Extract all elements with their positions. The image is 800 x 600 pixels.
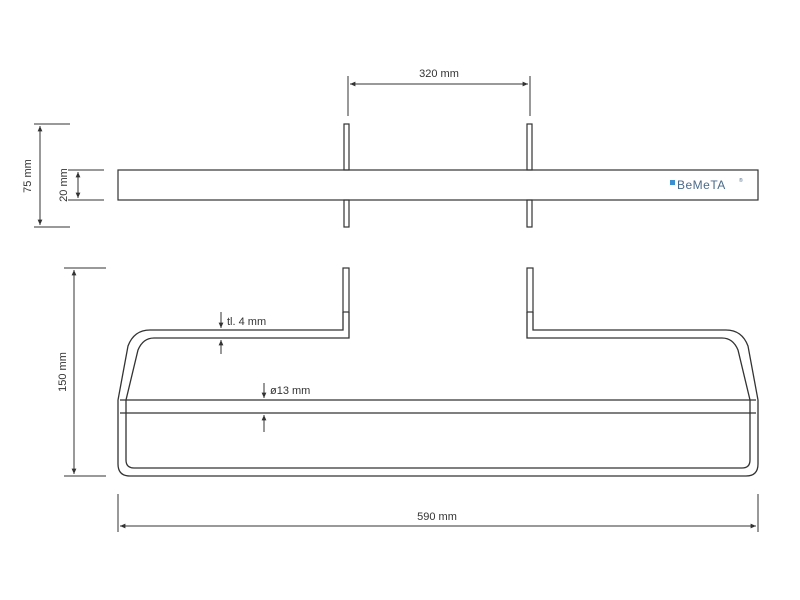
dimension-label-rod-diameter: ø13 mm <box>270 385 310 397</box>
front-view: tl. 4 mm ø13 mm 150 mm 590 mm <box>57 267 759 532</box>
dimension-label-overall-width: 590 mm <box>417 511 457 523</box>
dimension-rod-diameter: ø13 mm <box>261 383 310 432</box>
towel-rod <box>120 399 756 414</box>
top-view-bracket-left <box>343 123 350 228</box>
dimension-total-height: 75 mm <box>22 123 70 228</box>
dimension-label-bar-thickness: 20 mm <box>58 168 70 202</box>
rail-frame-inner <box>125 312 751 469</box>
bemeta-logo: BeMeTA ® <box>670 177 743 192</box>
front-view-bracket-right <box>526 267 534 313</box>
top-view: BeMeTA ® 320 mm 75 mm 20 mm <box>22 68 759 228</box>
dimension-overall-width: 590 mm <box>117 494 759 532</box>
dimension-wall-thickness: tl. 4 mm <box>218 312 266 354</box>
dimension-label-bracket-spacing: 320 mm <box>419 68 459 80</box>
dimension-label-depth: 150 mm <box>57 352 69 392</box>
top-view-bar <box>117 169 759 201</box>
dimension-label-wall-thickness: tl. 4 mm <box>227 316 266 328</box>
logo-registered-mark: ® <box>739 177 743 184</box>
front-view-bracket-left <box>342 267 350 313</box>
dimension-label-total-height: 75 mm <box>22 159 34 193</box>
logo-wordmark: BeMeTA <box>677 178 726 192</box>
rail-frame-outer <box>117 312 759 477</box>
top-view-bracket-right <box>526 123 533 228</box>
dimension-depth: 150 mm <box>57 267 106 477</box>
dimension-bracket-spacing: 320 mm <box>347 68 531 116</box>
dimension-bar-thickness: 20 mm <box>58 168 104 202</box>
logo-square-icon <box>670 180 675 185</box>
